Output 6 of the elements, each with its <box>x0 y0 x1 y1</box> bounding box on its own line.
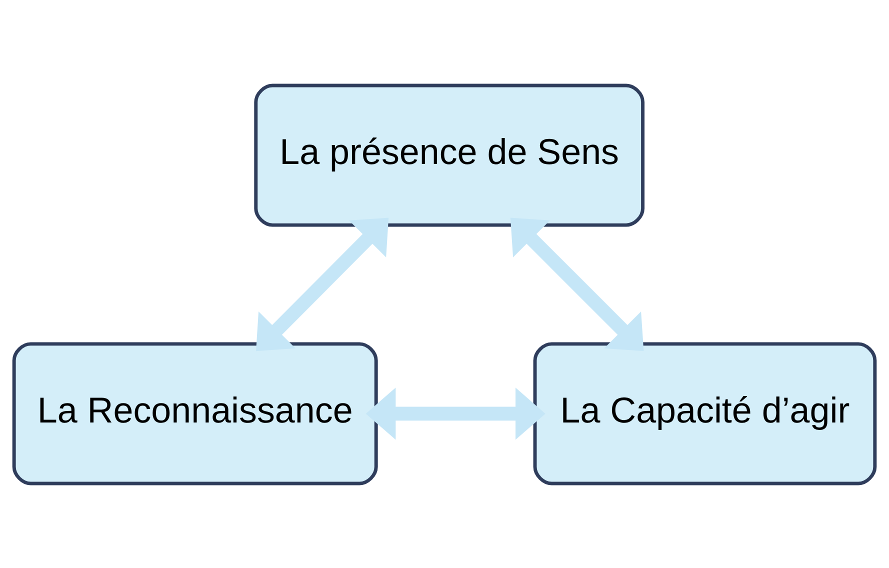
arrow <box>510 217 644 351</box>
node-box: La Reconnaissance <box>12 342 378 485</box>
node-box: La présence de Sens <box>254 83 644 226</box>
node-box: La Capacité d’agir <box>533 342 877 485</box>
arrow <box>366 387 546 440</box>
arrow <box>256 217 389 351</box>
